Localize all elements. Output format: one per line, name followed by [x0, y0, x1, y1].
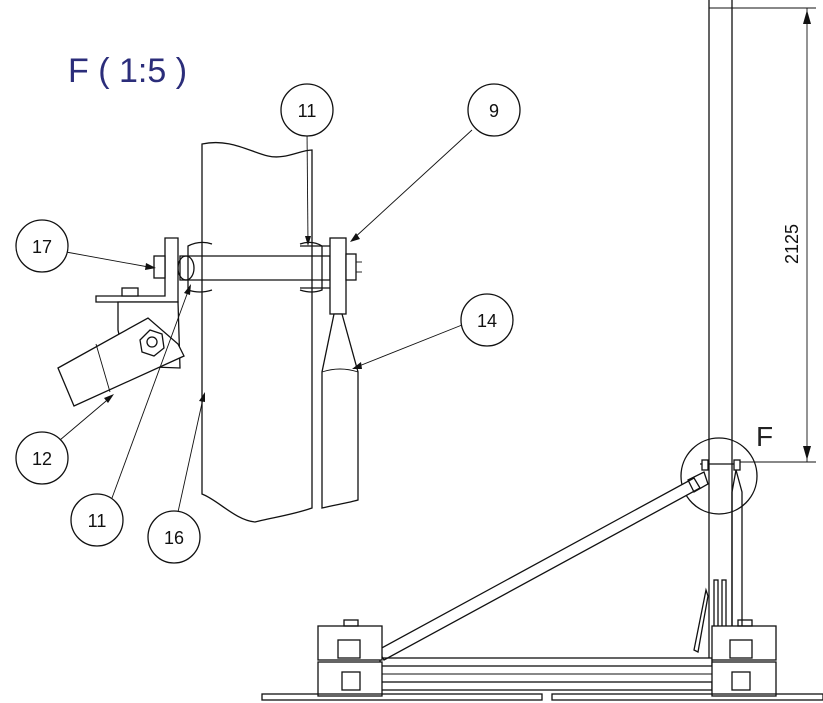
base-block-right-top [711, 625, 777, 661]
balloon-14: 14 [460, 293, 514, 347]
leader-14 [353, 324, 463, 369]
arrow-17 [145, 263, 156, 270]
main-view: 2125 F [261, 0, 823, 701]
arrow-11-top [305, 236, 311, 246]
detail-view-title: F ( 1:5 ) [68, 52, 187, 90]
balloon-label: 9 [489, 101, 499, 121]
sensor-edge [95, 343, 111, 393]
leader-16 [177, 393, 205, 513]
arrow-16 [199, 392, 205, 402]
detail-view-f [57, 141, 362, 523]
balloons: 11 9 17 14 12 11 16 [15, 83, 521, 564]
sensor-nut-bore [146, 336, 158, 348]
clamp-u-left [187, 241, 213, 293]
rod-2 [721, 579, 727, 629]
leader-17 [65, 251, 155, 269]
arrow-12 [104, 394, 114, 403]
balloon-label: 12 [32, 449, 52, 469]
pendulum-weight-14 [321, 313, 359, 509]
balloon-label: 11 [88, 511, 107, 531]
slot-left-top [337, 639, 361, 659]
clamp-nut-left [701, 459, 709, 471]
balloon-16: 16 [147, 510, 201, 564]
base-block-left-top [317, 625, 383, 661]
leader-11-bottom [111, 285, 191, 499]
clamp-nut-right [733, 459, 741, 471]
support-leg [693, 587, 709, 653]
dim-arrow-bottom [803, 446, 811, 460]
detail-callout-circle [680, 437, 758, 515]
pendulum-small [731, 469, 743, 641]
balloon-label: 17 [32, 237, 52, 257]
balloon-9: 9 [467, 83, 521, 137]
balloon-17: 17 [15, 219, 69, 273]
cap-left [343, 619, 359, 627]
leader-11-top [306, 129, 309, 245]
leader-12 [59, 395, 113, 441]
cap-right [737, 619, 753, 627]
balloon-label: 16 [164, 528, 184, 548]
bracket-plate-9 [329, 237, 347, 315]
dim-arrow-top [803, 10, 811, 24]
slot-left-bottom [341, 671, 361, 691]
weight-shoulder [321, 368, 359, 373]
nut-17 [153, 255, 166, 279]
arrow-11-bottom [184, 284, 191, 295]
balloon-label: 14 [477, 311, 497, 331]
height-dimension: 2125 [732, 7, 816, 463]
balloon-label: 11 [298, 101, 317, 121]
leader-lines [59, 129, 473, 513]
arrow-9 [350, 233, 360, 242]
base-rail-bottom [379, 681, 713, 691]
mast-tube [201, 141, 313, 523]
balloon-11-top: 11 [280, 83, 334, 137]
ground-plate-right [551, 693, 823, 701]
arrow-14 [352, 362, 362, 369]
brace-end [687, 471, 709, 493]
clamp-u-right [299, 241, 323, 293]
balloon-11-bottom: 11 [70, 493, 124, 547]
leader-9 [351, 129, 473, 241]
ground-plate-left [261, 693, 543, 701]
balloon-12: 12 [15, 431, 69, 485]
nut-9 [345, 253, 357, 281]
detail-callout-letter: F [756, 421, 773, 452]
dimension-value: 2125 [782, 224, 802, 264]
small-nut [121, 287, 139, 297]
base-rail-top [379, 657, 713, 667]
slot-right-top [729, 639, 753, 659]
base-block-left-bottom [317, 661, 383, 697]
rod-1 [713, 579, 719, 629]
base-block-right-bottom [711, 661, 777, 697]
diagonal-brace [377, 477, 701, 661]
angle-bracket-17 [95, 237, 179, 303]
sensor-nut [139, 329, 165, 357]
slot-right-bottom [731, 671, 751, 691]
